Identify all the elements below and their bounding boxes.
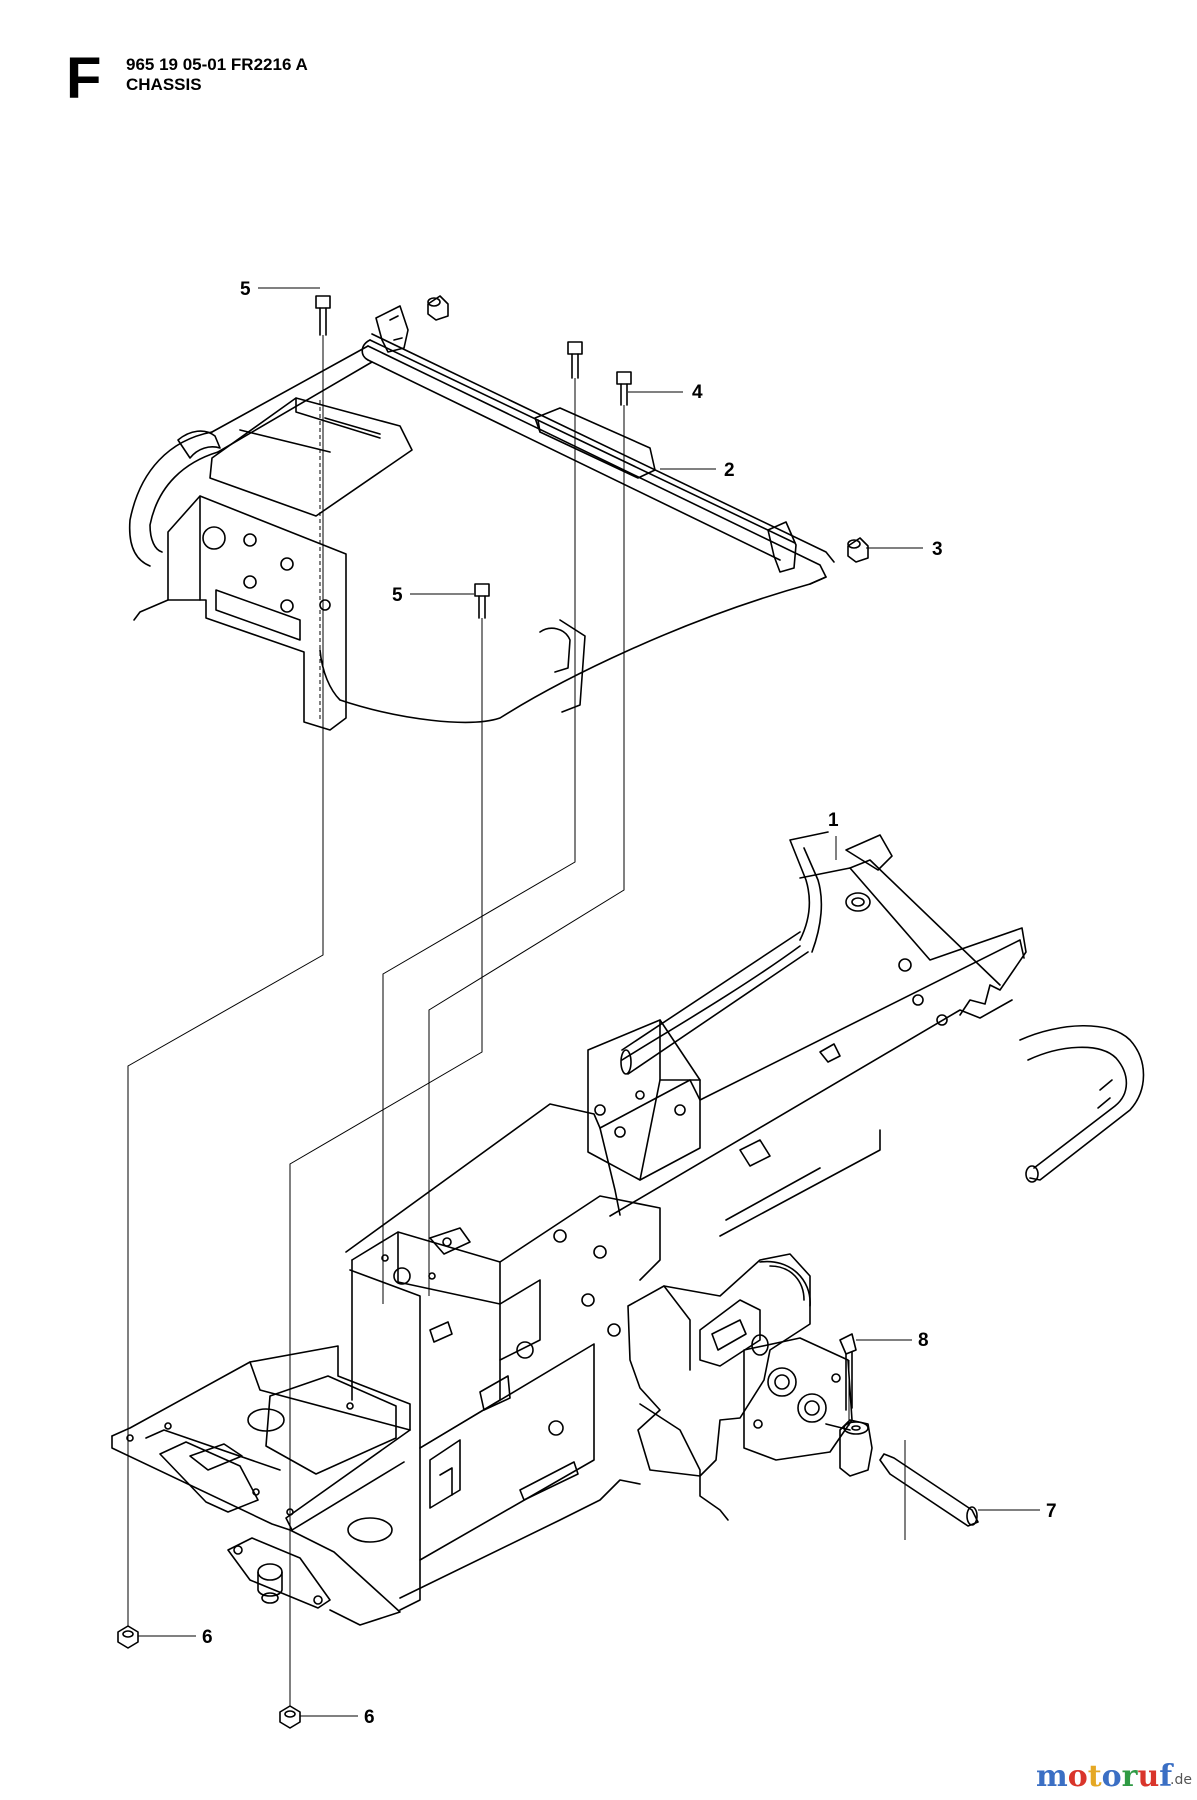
- callout-5b: 5: [392, 585, 403, 606]
- watermark-letter: t: [1088, 1759, 1102, 1794]
- callout-3: 3: [932, 539, 943, 560]
- pin-and-bolt-parts: [839, 1333, 979, 1527]
- watermark-letter: o: [1068, 1759, 1088, 1794]
- section-letter: F: [66, 46, 102, 111]
- watermark-letter: m: [1036, 1759, 1068, 1794]
- watermark-letter: f: [1159, 1759, 1174, 1794]
- callout-2: 2: [724, 460, 735, 481]
- callout-1: 1: [828, 810, 839, 831]
- callout-labels: 5 4 2 3 5 1 8 7 6 6: [202, 279, 1057, 1728]
- watermark-letter: o: [1102, 1759, 1122, 1794]
- watermark-letter: u: [1137, 1759, 1159, 1794]
- callout-5a: 5: [240, 279, 251, 300]
- callout-6a: 6: [202, 1627, 213, 1648]
- assembly-name: CHASSIS: [126, 75, 202, 94]
- watermark-text: motoruf: [1036, 1759, 1174, 1794]
- motoruf-watermark: motoruf .de: [1036, 1759, 1192, 1794]
- bolt-parts: [315, 295, 632, 619]
- callout-7: 7: [1046, 1501, 1057, 1522]
- main-frame-assembly: [111, 831, 1145, 1626]
- part-code: 965 19 05-01 FR2216 A: [126, 55, 308, 74]
- callout-4: 4: [692, 382, 703, 403]
- callout-6b: 6: [364, 1707, 375, 1728]
- assembly-center-lines: [127, 335, 906, 1706]
- seat-bracket-assembly: [128, 305, 835, 731]
- grommet-parts: [427, 295, 869, 563]
- leader-lines: [138, 287, 1040, 1717]
- watermark-suffix: .de: [1170, 1772, 1192, 1788]
- watermark-letter: r: [1122, 1759, 1139, 1794]
- callout-8: 8: [918, 1330, 929, 1351]
